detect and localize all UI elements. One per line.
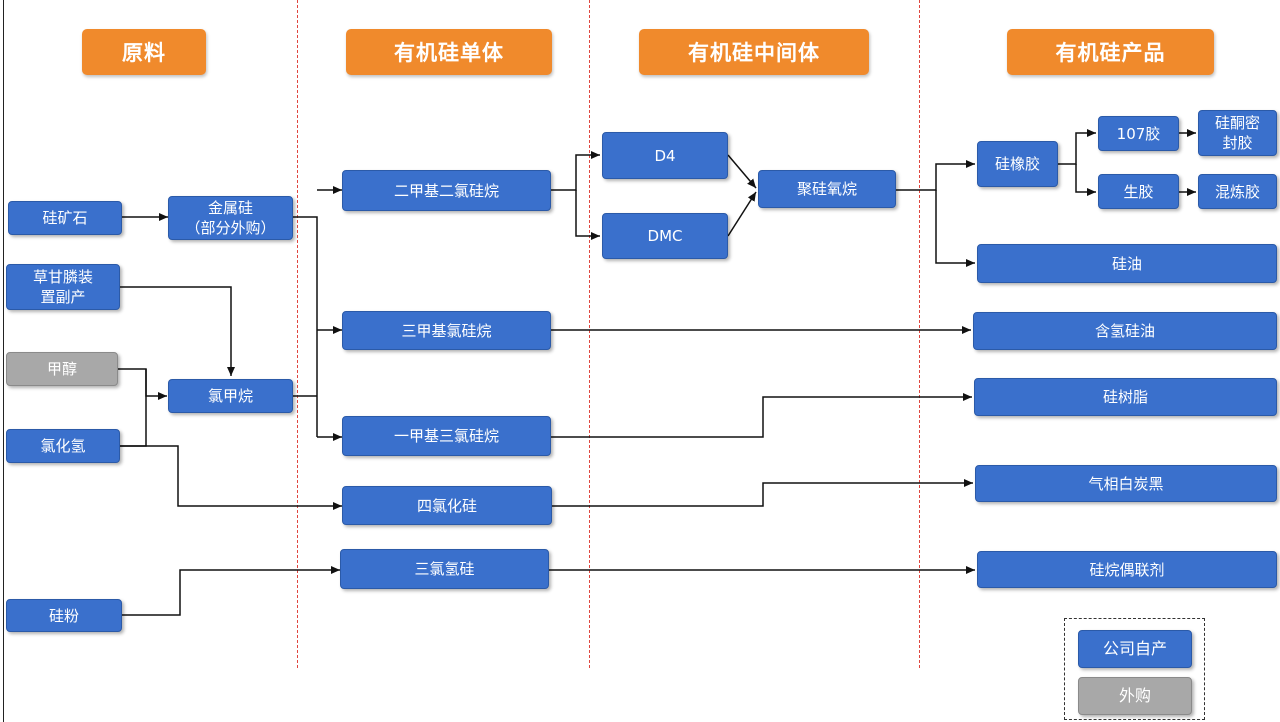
node-chloromethane: 氯甲烷 [168, 379, 293, 413]
edge-dmdcs-split [551, 151, 600, 191]
header-raw-materials: 原料 [82, 29, 206, 75]
edge-d4-polysiloxane [727, 154, 757, 189]
node-silicone-rubber: 硅橡胶 [977, 141, 1058, 187]
node-hydrogen-chloride: 氯化氢 [6, 429, 120, 463]
node-d4: D4 [602, 132, 728, 179]
node-silica-ore: 硅矿石 [8, 201, 122, 235]
edge-glyphosate-chloromethane [120, 286, 235, 376]
edge-dmc-polysiloxane [727, 191, 757, 237]
column-divider-1 [297, 0, 298, 668]
frame-border [3, 0, 4, 722]
header-intermediate: 有机硅中间体 [639, 29, 869, 75]
node-dmc: DMC [602, 213, 728, 259]
legend-self-produced: 公司自产 [1078, 630, 1192, 668]
node-silicone-sealant: 硅酮密 封胶 [1198, 110, 1277, 156]
node-metal-silicon: 金属硅 （部分外购） [168, 196, 293, 240]
node-hydrogen-silicone-oil: 含氢硅油 [973, 312, 1277, 350]
node-silicon-powder: 硅粉 [6, 599, 122, 632]
node-glyphosate-byproduct: 草甘膦装 置副产 [6, 264, 120, 310]
node-fumed-silica: 气相白炭黑 [975, 465, 1277, 502]
header-monomer: 有机硅单体 [346, 29, 552, 75]
node-compound-rubber: 混炼胶 [1198, 174, 1277, 209]
edge-powder-tcs [122, 566, 340, 616]
node-methanol: 甲醇 [6, 352, 118, 386]
edge-metal-monomers-trunk [293, 216, 318, 437]
edge-dmdcs-dmc [575, 190, 600, 240]
edge-hcl-join [120, 369, 147, 447]
edge-rubber-raw [1075, 164, 1096, 196]
edge-mtcs-resin [551, 393, 972, 438]
node-silicone-resin: 硅树脂 [974, 378, 1277, 416]
legend [1064, 618, 1205, 720]
edge-polysiloxane-oil [935, 190, 975, 267]
node-107-glue: 107胶 [1098, 116, 1179, 151]
edge-sicl4-fumed [552, 479, 973, 507]
edge-rubber-split [1058, 129, 1096, 165]
edge-polysiloxane-products [896, 160, 975, 191]
node-silicon-tetrachloride: 四氯化硅 [342, 486, 552, 525]
column-divider-3 [919, 0, 920, 668]
node-trimethylchlorosilane: 三甲基氯硅烷 [342, 311, 551, 350]
edge-methanol-chloromethane [118, 368, 167, 400]
node-polysiloxane: 聚硅氧烷 [758, 170, 896, 208]
node-dimethyldichlorosilane: 二甲基二氯硅烷 [342, 170, 551, 211]
node-silicone-oil: 硅油 [977, 244, 1277, 283]
node-raw-rubber: 生胶 [1098, 174, 1179, 209]
column-divider-2 [589, 0, 590, 668]
header-product: 有机硅产品 [1007, 29, 1214, 75]
edge-hcl-sicl4 [120, 445, 342, 510]
node-silane-coupling-agent: 硅烷偶联剂 [977, 551, 1277, 588]
node-trichlorosilane: 三氯氢硅 [340, 549, 549, 589]
legend-purchased: 外购 [1078, 677, 1192, 715]
node-methyltrichlorosilane: 一甲基三氯硅烷 [342, 416, 551, 456]
